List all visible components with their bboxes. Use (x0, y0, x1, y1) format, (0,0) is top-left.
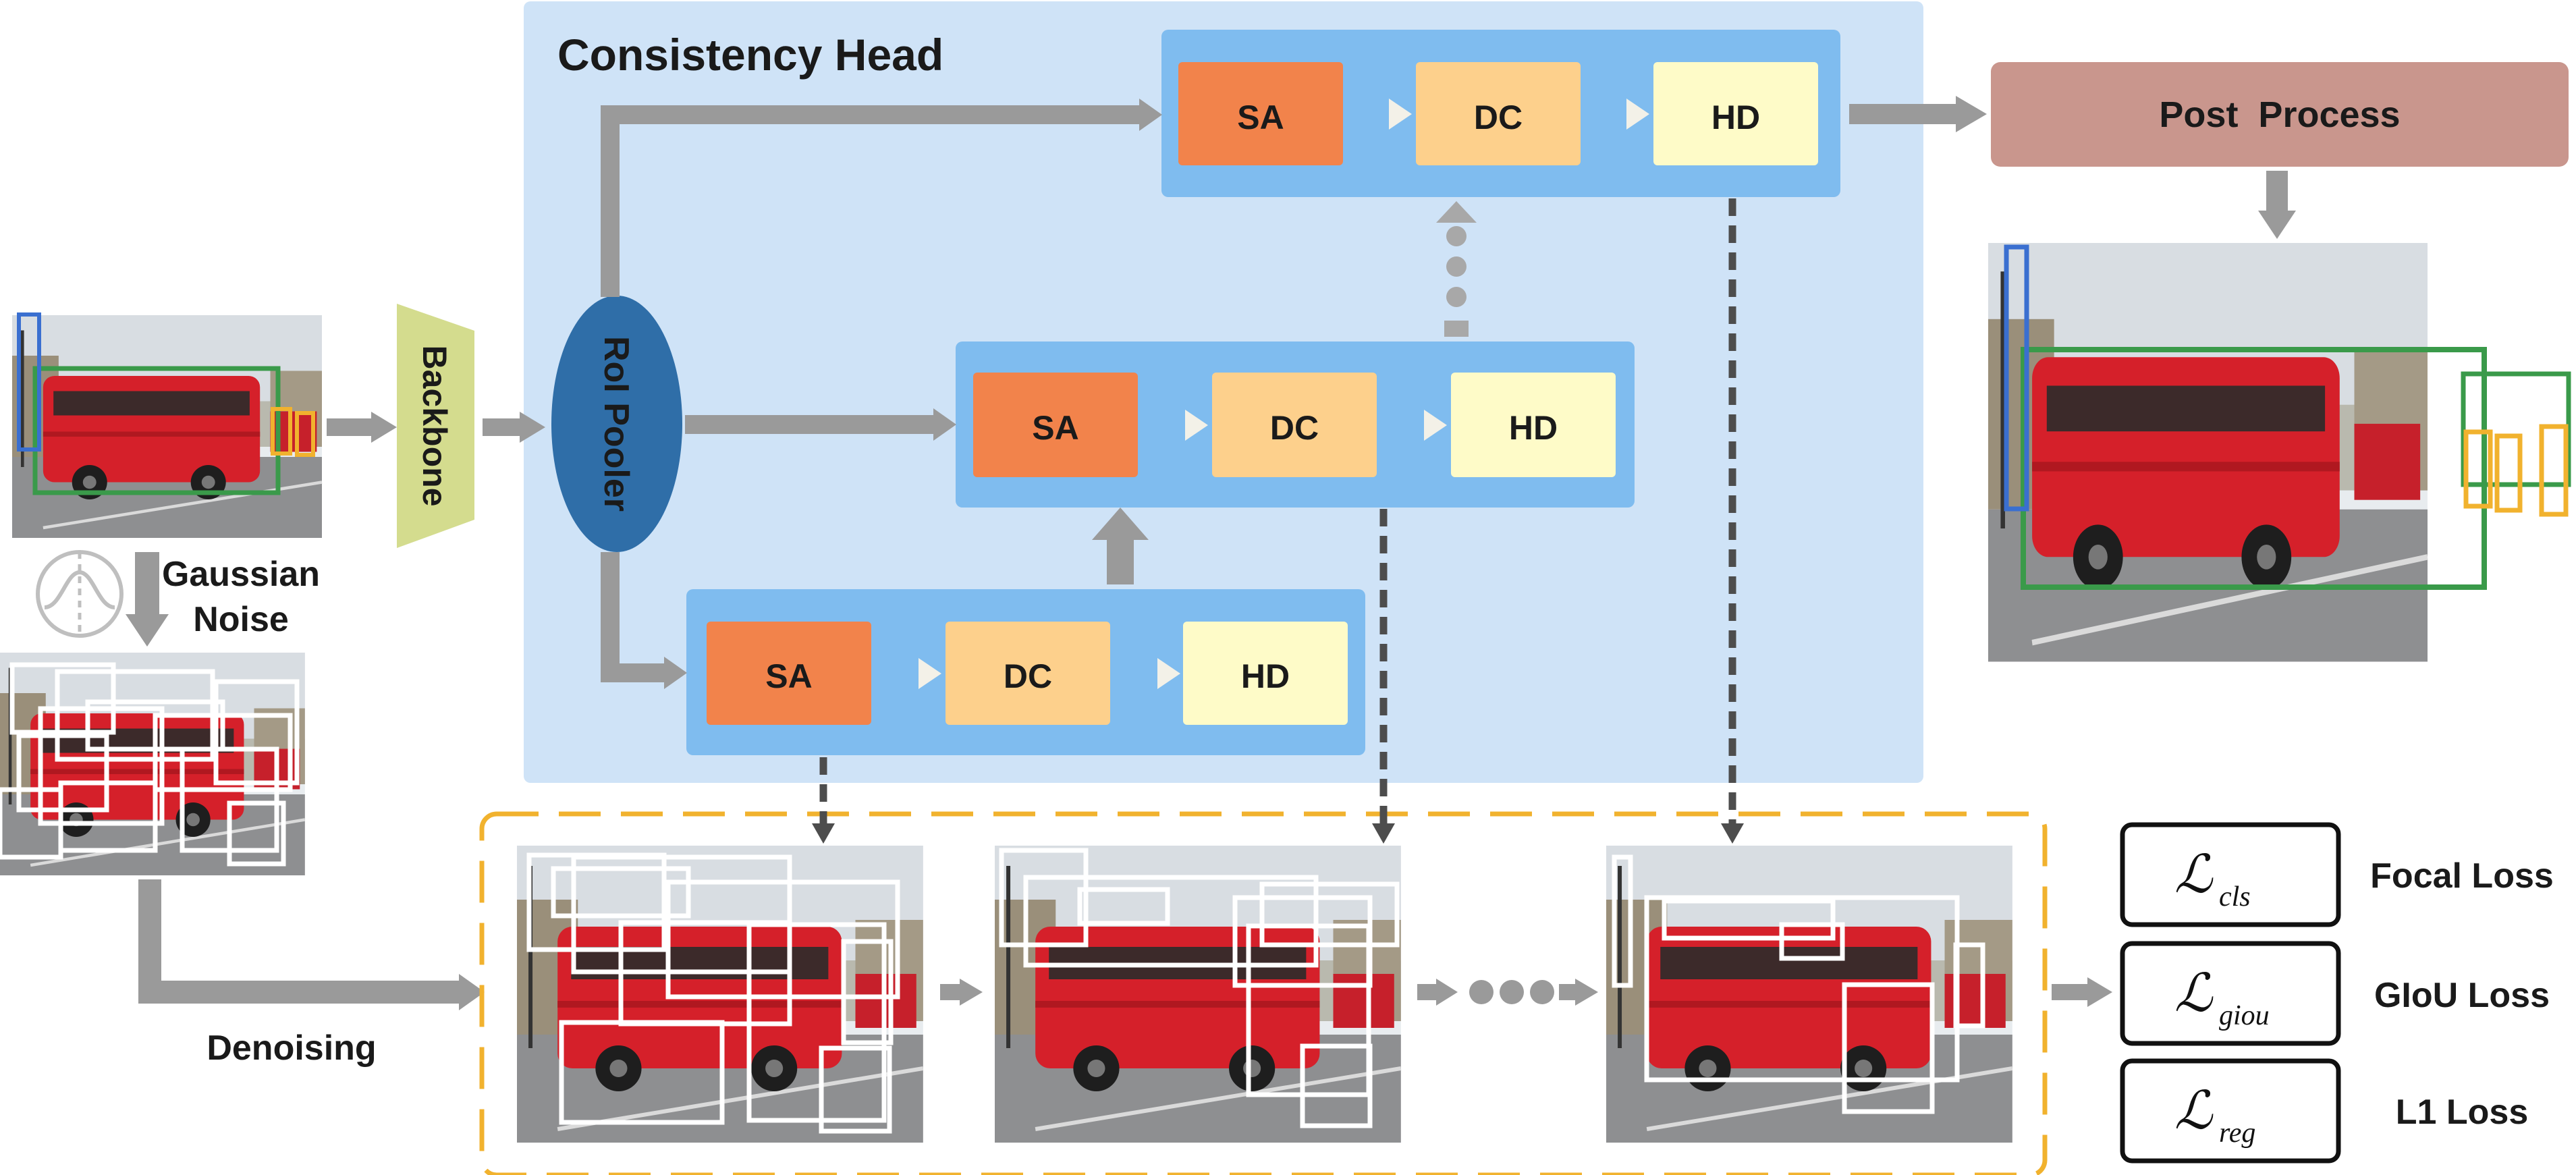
loss-cls-subscript: cls (2219, 881, 2251, 912)
stage-3-arrow-dc-hd (1587, 99, 1649, 130)
input-box-green (32, 366, 281, 495)
output-box-green-small (2461, 371, 2571, 487)
denoising-frame (479, 811, 2048, 1175)
stage-2-arrow-dc-hd (1385, 410, 1447, 441)
gaussian-label: Gaussian (162, 555, 320, 594)
loss-giou-name: GIoU Loss (2374, 976, 2550, 1015)
stage-1-dc-label: DC (1004, 657, 1052, 695)
stage-2-hd-label: HD (1509, 409, 1558, 447)
denoising-line (138, 879, 461, 1004)
post-process-box (1991, 62, 2569, 167)
noise-icon (36, 550, 124, 638)
roi-to-stage2-head (933, 408, 956, 441)
loss-cls-symbol: ℒ (2174, 845, 2214, 904)
noisy-boxes (0, 662, 300, 867)
step1-to-step2-head (960, 979, 983, 1006)
post-process-label: Post Process (2159, 94, 2400, 135)
loss-reg-subscript: reg (2219, 1118, 2255, 1149)
denoising-label: Denoising (207, 1029, 376, 1068)
roi-to-stage1-line (601, 552, 665, 682)
stage-2-sa-label: SA (1032, 409, 1078, 447)
noise-label: Noise (193, 600, 289, 639)
stage-3-hd-block (1653, 62, 1818, 165)
noise-down-head (126, 614, 169, 647)
stage-2-dc-block (1212, 373, 1377, 477)
step-1-boxes (526, 852, 900, 1134)
loss-giou-subscript: giou (2219, 1000, 2270, 1031)
stage-2-sa-block (973, 373, 1138, 477)
backbone-label: Backbone (416, 346, 454, 507)
ellipsis-dots (1417, 979, 1598, 1006)
loss-giou-symbol: ℒ (2174, 964, 2214, 1022)
input-box-blue (17, 312, 41, 452)
step-2-boxes (999, 848, 1400, 1128)
stage-2-arrow-sa-dc (1146, 410, 1208, 441)
stage-1: SA DC HD (686, 589, 1365, 755)
stage-1-sa-block (707, 622, 871, 725)
stage-3-hd-label: HD (1711, 99, 1760, 136)
stage-1-sa-label: SA (765, 657, 812, 695)
input-box-yellow-1 (271, 407, 292, 456)
loss-reg: ℒ reg L1 Loss (2120, 1058, 2529, 1164)
stage-2-hd-block (1451, 373, 1616, 477)
stage-2-dc-label: DC (1270, 409, 1319, 447)
stage-1-dc-block (946, 622, 1110, 725)
output-box-yellow-1 (2463, 429, 2493, 509)
output-box-yellow-2 (2494, 433, 2523, 513)
output-image (1988, 243, 2428, 661)
stage2-to-stage3-dotted-arrow (1436, 201, 1477, 337)
noisy-image (0, 653, 305, 875)
consistency-head-title: Consistency Head (557, 30, 943, 80)
roi-to-stage1-head (664, 657, 687, 689)
frame-to-loss-head (2087, 977, 2112, 1007)
backbone-to-roi-head (520, 412, 545, 443)
dashed-connectors (812, 198, 1744, 844)
image-to-backbone-head (371, 412, 397, 443)
stage-1-hd-label: HD (1241, 657, 1290, 695)
output-box-blue (2004, 244, 2029, 512)
input-image (12, 315, 322, 538)
stage-3-dc-label: DC (1474, 99, 1523, 136)
stage-3-arrow-sa-dc (1350, 99, 1412, 130)
step-image-3 (1606, 846, 2012, 1143)
output-box-yellow-3 (2539, 424, 2569, 517)
roi-pooler (551, 296, 682, 552)
backbone (397, 304, 474, 548)
roi-pooler-label: RoI Pooler (597, 336, 636, 512)
stage-3-sa-block (1178, 62, 1343, 165)
step-3-boxes (1612, 854, 1985, 1114)
output-box-green (2021, 347, 2487, 590)
roi-to-stage3-head (1139, 99, 1162, 131)
stage-1-hd-block (1183, 622, 1348, 725)
loss-reg-name: L1 Loss (2396, 1093, 2529, 1132)
stage-3-sa-label: SA (1237, 99, 1284, 136)
post-down-head (2258, 211, 2296, 239)
loss-reg-symbol: ℒ (2174, 1081, 2214, 1140)
stage1-to-stage2-arrow (1092, 508, 1149, 584)
stage3-to-post-head (1956, 96, 1987, 132)
stage-3: SA DC HD (1161, 30, 1840, 197)
stage-1-arrow-sa-dc (879, 658, 941, 689)
stage-2: SA DC HD (956, 341, 1635, 508)
loss-giou: ℒ giou GIoU Loss (2120, 941, 2550, 1046)
step-image-2 (995, 846, 1401, 1143)
denoising-head (459, 974, 485, 1010)
stage-3-dc-block (1416, 62, 1581, 165)
roi-to-stage3-line (601, 105, 1141, 297)
stage-1-arrow-dc-hd (1118, 658, 1180, 689)
loss-cls: ℒ cls Focal Loss (2120, 822, 2554, 927)
input-box-yellow-2 (295, 411, 315, 457)
loss-cls-name: Focal Loss (2370, 856, 2554, 896)
